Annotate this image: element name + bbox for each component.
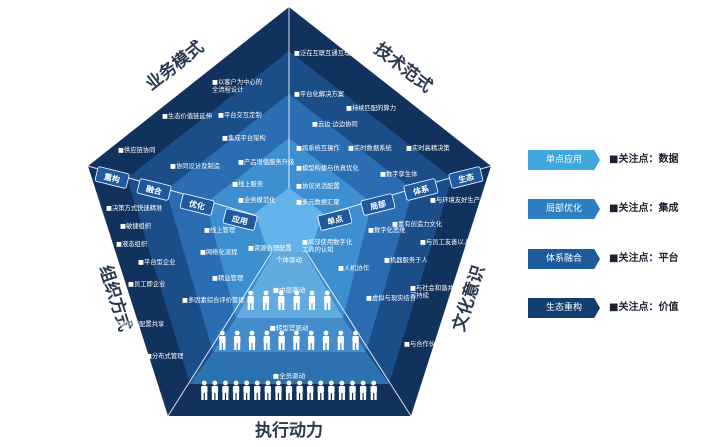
- legend-badge-eco: 生态重构: [528, 298, 600, 318]
- legend-text-system: ■关注点：平台: [609, 253, 679, 264]
- level-label-2: ■全员驱动: [273, 371, 306, 380]
- tag-organization-0: ■决策方式快速精准: [106, 203, 162, 212]
- tag-culture-2: ■数字化思维: [368, 225, 406, 234]
- dimension-tag-left-3: 应用: [222, 208, 258, 231]
- tag-technology-2: ■持续匹配的算力: [346, 103, 396, 112]
- legend-badge-system: 体系融合: [528, 249, 600, 269]
- core-pentagon: [255, 188, 323, 252]
- tag-technology-10: ■多元数据汇聚: [296, 197, 340, 206]
- tag-technology-5: ■实时数据系统: [348, 143, 392, 152]
- tag-culture-9: ■与合作伙伴共赢: [404, 339, 455, 348]
- dimension-label: 应用: [231, 213, 249, 227]
- dimension-tag-right-3: 单点: [317, 208, 353, 231]
- tag-organization-5: ■网络化流程: [200, 247, 238, 256]
- legend-badge-single: 单点应用: [528, 150, 600, 170]
- band-all: [190, 352, 389, 384]
- legend-text-eco: ■关注点：价值: [609, 302, 679, 313]
- band-mid: [236, 225, 343, 318]
- tag-business-1: ■生态价值链延伸: [162, 111, 212, 120]
- dimension-label: 重构: [103, 171, 121, 185]
- tag-technology-8: ■协议灵活配置: [296, 181, 340, 190]
- tag-culture-0: ■与环境友好生产: [430, 195, 480, 204]
- tag-business-4: ■供应链协同: [118, 145, 155, 154]
- tag-organization-7: ■资源统筹配置共享: [108, 319, 164, 328]
- tag-organization-8: ■多因素综合评价管理: [182, 295, 245, 304]
- dimension-label: 融合: [145, 183, 164, 197]
- tag-organization-6: ■员工即企业: [128, 279, 165, 288]
- dimension-tag-left-1: 融合: [136, 178, 172, 201]
- legend-badge-local: 局部优化: [528, 199, 600, 219]
- dimension-tag-right-1: 体系: [403, 178, 439, 201]
- tag-business-3: ■集成平台架构: [222, 133, 266, 142]
- dimension-label: 局部: [368, 198, 387, 212]
- tag-technology-6: ■实时高精决策: [406, 143, 450, 152]
- tag-organization-9: ■精益管理: [212, 273, 244, 282]
- tag-technology-0: ■泛在互联互通互理解: [294, 48, 357, 57]
- tag-technology-7: ■模型构建与仿真优化: [296, 163, 359, 172]
- legend-text-local: ■关注点：集成: [609, 203, 679, 214]
- dimension-tag-right-2: 局部: [360, 193, 396, 216]
- tag-organization-10: ■分布式管理: [146, 351, 184, 360]
- tag-business-7: ■线上服务: [232, 179, 264, 188]
- tag-technology-9: ■数字孪生体: [380, 169, 418, 178]
- level-labels: ■中层驱动 ■转型官驱动 ■全员驱动: [270, 285, 309, 380]
- level-label-0: ■中层驱动: [273, 285, 306, 294]
- tag-business-8: ■业务模范化: [238, 195, 276, 204]
- center-label: 个体驱动: [276, 255, 303, 264]
- tag-organization-2: ■液态组织: [116, 239, 147, 248]
- level-label-1: ■转型官驱动: [270, 323, 309, 332]
- dimension-tag-left-2: 优化: [179, 193, 215, 216]
- side-title-execution: 执行动力: [255, 420, 323, 441]
- dimension-label: 优化: [188, 198, 206, 212]
- tag-business-6: ■产品增值服务升级: [238, 157, 295, 166]
- dimension-label: 体系: [412, 183, 430, 197]
- dimension-label: 单点: [326, 213, 344, 227]
- tag-technology-1: ■平台化解决方案: [294, 89, 345, 98]
- tag-technology-4: ■跨系统互操作: [296, 143, 340, 152]
- tag-culture-3: ■与员工友善以人为本: [420, 237, 483, 246]
- tag-culture-8: ■虚拟与现实结合: [366, 293, 417, 302]
- tag-culture-6: ■人机协作: [338, 263, 370, 272]
- tag-organization-11: ■资源合理配置: [248, 243, 292, 252]
- tag-technology-3: ■云边·边边协同: [312, 119, 358, 128]
- tag-culture-1: ■富有创造力文化: [392, 219, 443, 228]
- dimension-tag-left-0: 重构: [94, 166, 130, 189]
- tag-organization-4: ■平台型企业: [138, 257, 175, 266]
- content-tags: ■以客户为中心的全流程设计 ■生态价值链延伸 ■平台交互定制 ■集成平台架构 ■供应链协…: [106, 48, 483, 360]
- dimension-label: 生态: [457, 171, 475, 185]
- tag-business-2: ■平台交互定制: [218, 110, 262, 119]
- tag-business-0: ■以客户为中心的全流程设计: [212, 77, 262, 94]
- dimension-tag-right-0: 生态: [448, 166, 484, 189]
- tag-organization-3: ■线上管理: [204, 225, 236, 234]
- tag-organization-1: ■敏捷组织: [120, 221, 151, 230]
- tag-culture-7: ■与社会和谐共生可持续: [410, 283, 460, 300]
- tag-culture-4: ■局部使用数字化工具的认知: [302, 237, 353, 254]
- tag-business-5: ■协同设计及制造: [170, 161, 221, 170]
- legend-text-single: ■关注点：数据: [609, 154, 679, 165]
- tag-culture-5: ■机器服务于人: [384, 255, 428, 264]
